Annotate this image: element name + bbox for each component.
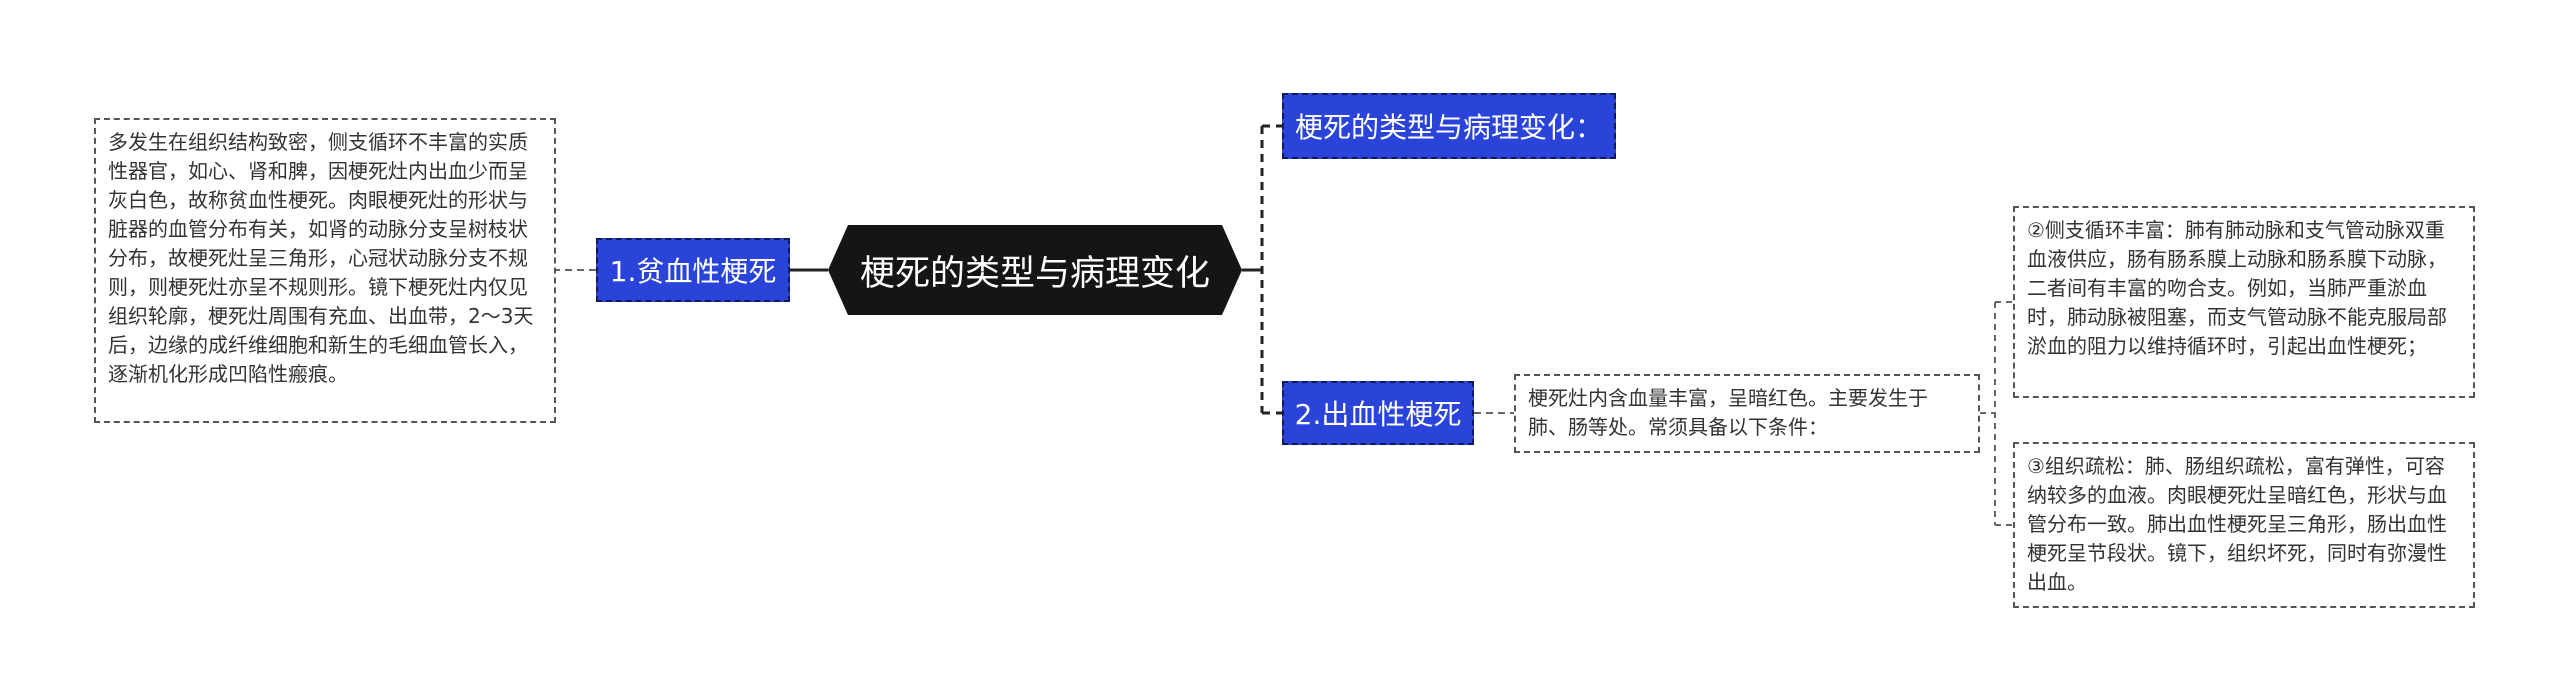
condition-collateral-circulation[interactable]: ②侧支循环丰富：肺有肺动脉和支气管动脉双重血液供应，肠有肠系膜上动脉和肠系膜下动… — [2013, 206, 2475, 398]
branch-anemic-infarction[interactable]: 1.贫血性梗死 — [596, 238, 790, 302]
condition-loose-tissue[interactable]: ③组织疏松：肺、肠组织疏松，富有弹性，可容纳较多的血液。肉眼梗死灶呈暗红色，形状… — [2013, 442, 2475, 608]
anemic-infarction-detail[interactable]: 多发生在组织结构致密，侧支循环不丰富的实质性器官，如心、肾和脾，因梗死灶内出血少… — [94, 118, 556, 423]
branch-types-heading[interactable]: 梗死的类型与病理变化： — [1282, 93, 1616, 159]
root-topic[interactable]: 梗死的类型与病理变化 — [828, 225, 1242, 315]
hemorrhagic-infarction-detail[interactable]: 梗死灶内含血量丰富，呈暗红色。主要发生于肺、肠等处。常须具备以下条件： — [1514, 374, 1980, 453]
branch-hemorrhagic-infarction[interactable]: 2.出血性梗死 — [1282, 381, 1474, 445]
